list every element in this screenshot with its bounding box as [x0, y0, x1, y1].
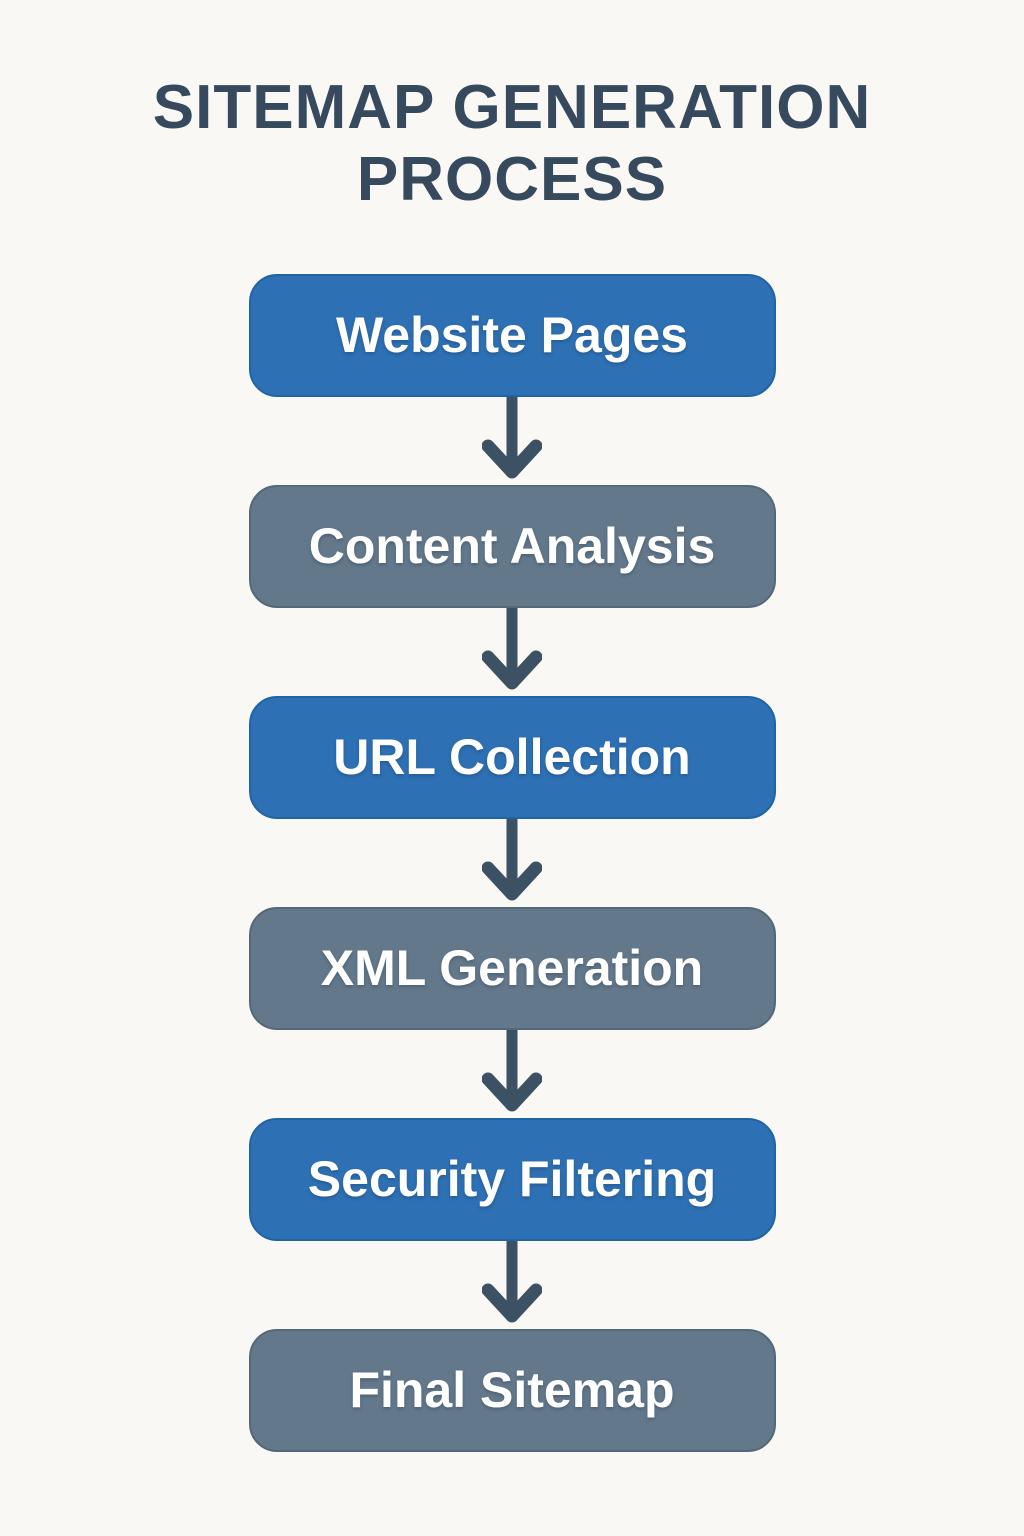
down-arrow-icon [482, 607, 542, 690]
down-arrow-icon [482, 396, 542, 479]
down-arrow-icon [482, 818, 542, 901]
step-box-url-collection: URL Collection [248, 695, 776, 819]
step-box-security-filtering: Security Filtering [248, 1117, 776, 1241]
diagram-title: SITEMAP GENERATION PROCESS [152, 73, 872, 214]
step-box-content-analysis: Content Analysis [248, 484, 776, 608]
down-arrow-icon [482, 1029, 542, 1112]
step-box-final-sitemap: Final Sitemap [248, 1328, 776, 1452]
down-arrow-icon [482, 1240, 542, 1323]
process-flow: Website Pages Content Analysis URL Colle… [248, 273, 776, 1452]
step-box-website-pages: Website Pages [248, 273, 776, 397]
step-box-xml-generation: XML Generation [248, 906, 776, 1030]
